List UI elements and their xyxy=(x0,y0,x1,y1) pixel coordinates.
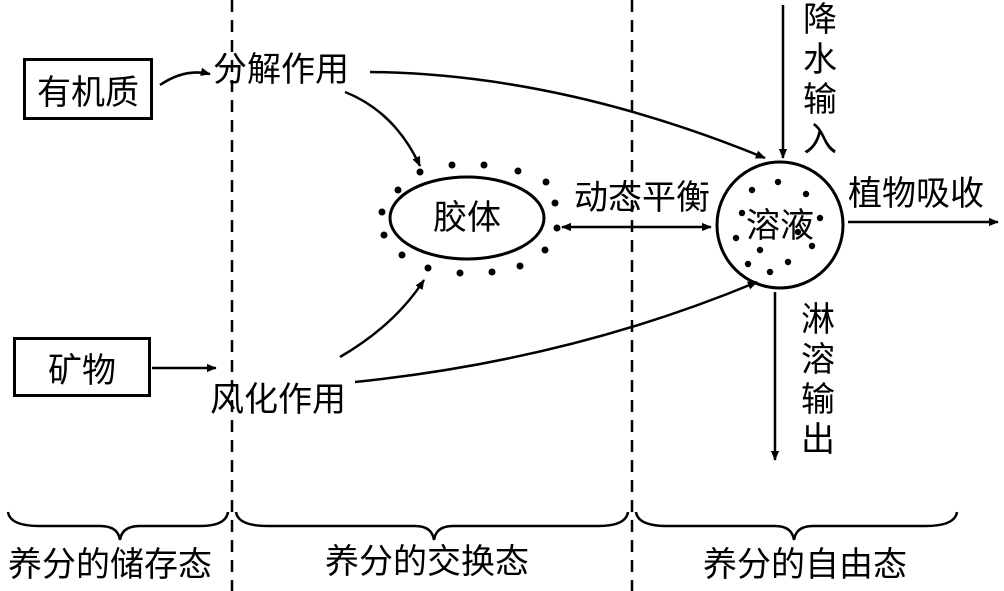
arrow-organic-to-decomposition xyxy=(159,67,211,87)
organic-matter-box: 有机质 xyxy=(23,58,153,120)
colloid-dots xyxy=(378,161,561,277)
arrow-weathering-to-colloid xyxy=(339,279,426,359)
brace-exchange xyxy=(234,511,630,541)
organic-matter-label: 有机质 xyxy=(37,72,139,113)
plant-uptake-label: 植物吸收 xyxy=(848,174,984,214)
mineral-label: 矿物 xyxy=(48,350,116,391)
brace-storage xyxy=(6,511,230,541)
solution-dots xyxy=(732,178,824,276)
mineral-box: 矿物 xyxy=(13,337,151,397)
brace-free xyxy=(634,511,959,541)
colloid-ellipse xyxy=(388,175,546,261)
arrow-decomposition-to-colloid xyxy=(344,90,422,167)
section-storage-label: 养分的储存态 xyxy=(8,545,212,585)
equilibrium-label: 动态平衡 xyxy=(574,178,710,218)
precipitation-input-label: 降水输入 xyxy=(803,0,837,160)
solution-circle xyxy=(715,160,845,290)
decomposition-label: 分解作用 xyxy=(213,50,349,90)
section-exchange-label: 养分的交换态 xyxy=(325,542,529,582)
colloid-label: 胶体 xyxy=(433,198,501,238)
weathering-label: 风化作用 xyxy=(210,380,346,420)
section-free-label: 养分的自由态 xyxy=(703,545,907,585)
arrow-decomposition-to-solution xyxy=(369,70,766,160)
solution-label: 溶液 xyxy=(746,206,814,246)
leaching-output-label: 淋溶输出 xyxy=(801,300,835,460)
arrow-weathering-to-solution xyxy=(354,280,758,384)
